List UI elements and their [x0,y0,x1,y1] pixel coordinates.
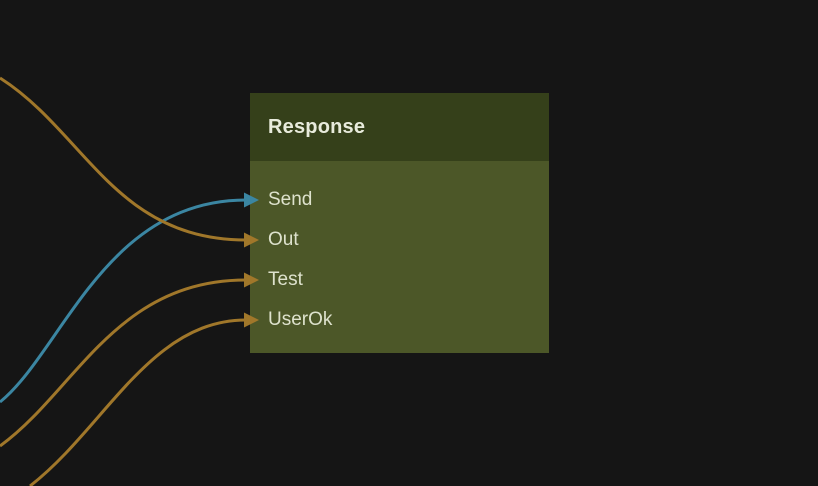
edge-wire-out[interactable] [0,76,247,242]
port-row-test: Test [250,260,549,300]
port-label-userok: UserOk [268,309,333,330]
port-label-test: Test [268,269,303,290]
edge-wire-userok[interactable] [29,318,247,486]
port-label-send: Send [268,189,313,210]
port-arrow-userok[interactable] [244,312,259,328]
port-row-out: Out [250,220,549,260]
port-arrow-test[interactable] [244,272,259,288]
port-arrow-send[interactable] [244,192,259,208]
node-header[interactable]: Response [250,93,549,161]
edge-wire-test[interactable] [0,278,247,448]
port-label-out: Out [268,229,299,250]
node-title: Response [268,115,366,138]
port-row-userok: UserOk [250,300,549,340]
port-arrow-out[interactable] [244,232,259,248]
port-row-send: Send [250,180,549,220]
edge-wire-send[interactable] [0,198,247,404]
